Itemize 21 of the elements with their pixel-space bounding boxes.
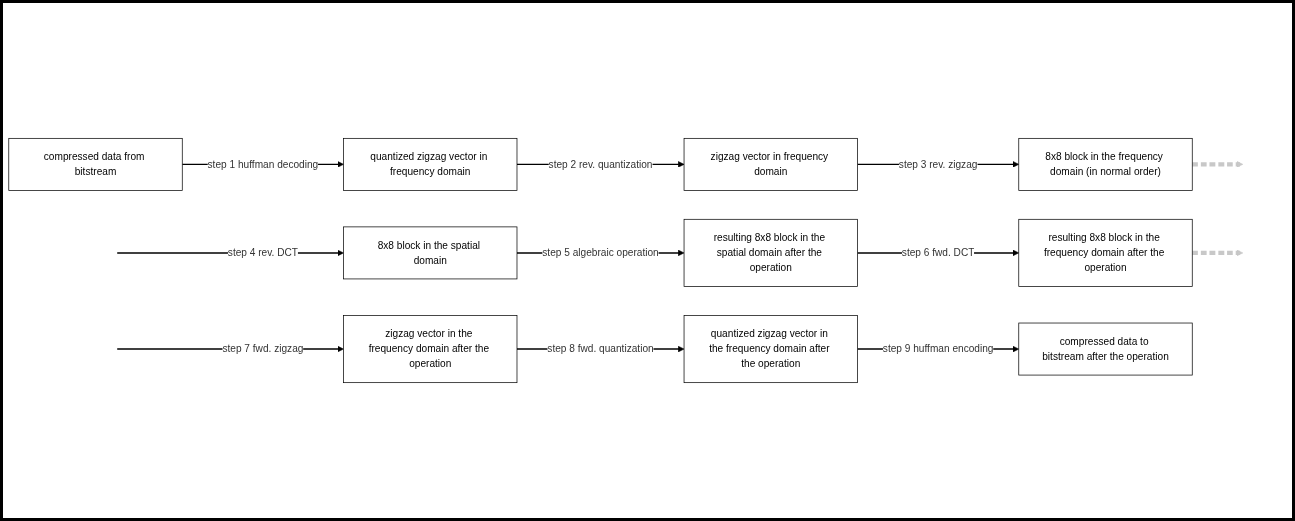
- node-box: zigzag vector in the frequency domain after the operation: [343, 315, 518, 384]
- edge-label: step 8 fwd. quantization: [547, 342, 654, 355]
- arrow: [1192, 161, 1244, 168]
- node-box: zigzag vector in frequency domain: [683, 138, 858, 191]
- node-box: quantized zigzag vector in the frequency domain after the operation: [683, 315, 858, 384]
- edge-label: step 1 huffman decoding: [207, 158, 319, 170]
- edge-label: step 3 rev. zigzag: [898, 158, 978, 170]
- edge-label: step 4 rev. DCT: [227, 246, 298, 259]
- node-box: compressed data to bitstream after the operation: [1018, 322, 1193, 376]
- node-box: 8x8 block in the spatial domain: [343, 226, 518, 280]
- node-box: compressed data from bitstream: [8, 138, 183, 191]
- edge-label: step 2 rev. quantization: [548, 158, 653, 170]
- arrow: [1192, 249, 1244, 257]
- node-box: resulting 8x8 block in the frequency domain after the operation: [1018, 218, 1193, 287]
- edge-label: step 5 algebraic operation: [542, 246, 659, 259]
- node-box: resulting 8x8 block in the spatial domain after the operation: [683, 218, 858, 287]
- edge-label: step 9 huffman encoding: [882, 342, 994, 355]
- edge-label: step 6 fwd. DCT: [901, 246, 975, 259]
- node-box: 8x8 block in the frequency domain (in normal order): [1018, 138, 1193, 191]
- edge-label: step 7 fwd. zigzag: [222, 342, 304, 355]
- node-box: quantized zigzag vector in frequency domain: [343, 138, 518, 191]
